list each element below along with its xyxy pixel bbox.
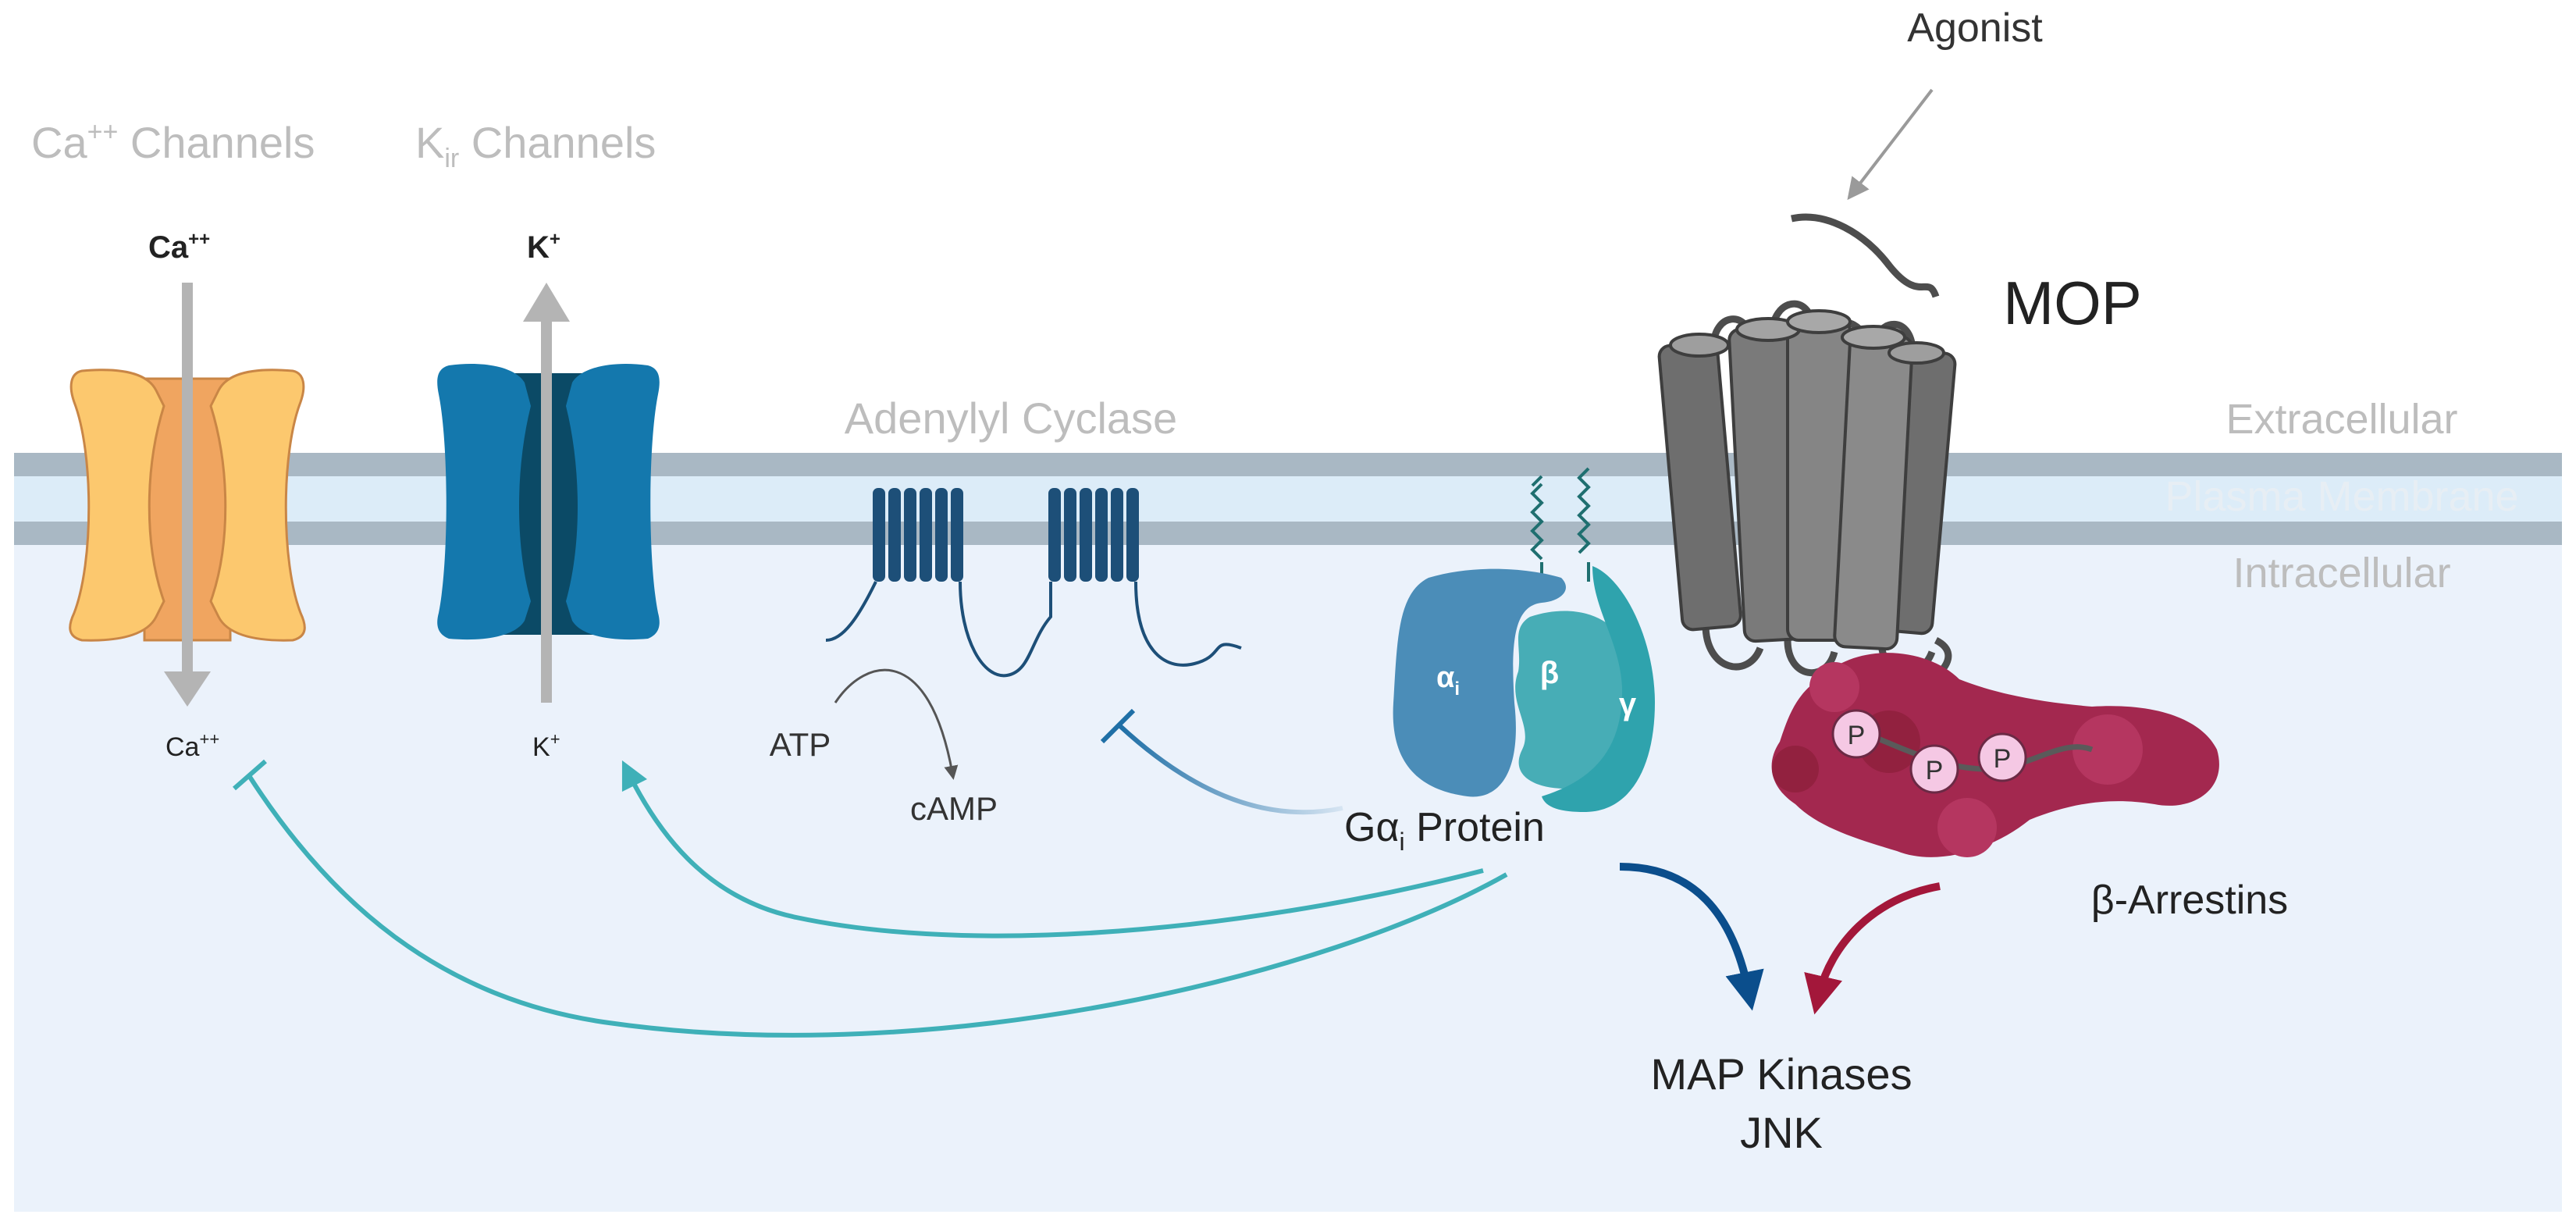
adenylyl-cyclase: [825, 488, 1242, 678]
beta-arrestin: [1771, 653, 2219, 857]
atp-to-camp-arrow: [834, 668, 959, 780]
intracellular-label: Intracellular: [2233, 550, 2450, 597]
jnk-label: JNK: [1740, 1108, 1823, 1157]
potassium-ion-bottom: K+: [532, 729, 560, 762]
beta-arrestins-label: β-Arrestins: [2091, 878, 2288, 923]
cyclase-inhibition-line: [1118, 724, 1343, 815]
map-kinases-label: MAP Kinases: [1650, 1049, 1912, 1099]
alpha-i-label: αi: [1436, 661, 1460, 700]
gamma-subunit-label: γ: [1619, 687, 1637, 721]
ca-channels-title: Ca++ Channels: [31, 117, 315, 167]
adenylyl-cyclase-label: Adenylyl Cyclase: [845, 394, 1177, 443]
phospho-label-1: P: [1848, 721, 1866, 750]
mop-receptor: [1657, 213, 1957, 707]
g-protein-label: Gαi Protein: [1344, 805, 1545, 856]
camp-label: cAMP: [910, 790, 998, 827]
calcium-ion-top: Ca++: [148, 229, 210, 265]
potassium-channel: [437, 283, 660, 703]
gprotein-to-k-arrow: [621, 760, 1484, 938]
cytoplasm: [14, 539, 2562, 1212]
beta-subunit-label: β: [1540, 656, 1559, 690]
plasma-membrane: [14, 453, 2562, 545]
beta-subunit: [1515, 611, 1632, 789]
kir-channels-title: Kir Channels: [415, 118, 656, 173]
agonist-arrow: [1847, 88, 1934, 201]
gprotein-inhibits-ca-line: [247, 775, 1508, 1038]
mop-label: MOP: [2003, 269, 2142, 337]
gprotein-inhibits-ca-bar: [233, 759, 267, 791]
arrestin-to-mapk-arrow: [1804, 882, 1941, 1015]
plasma-membrane-label: Plasma Membrane: [2165, 473, 2518, 520]
potassium-ion-top: K+: [527, 229, 560, 265]
calcium-channel: [69, 283, 306, 707]
alpha-subunit: [1393, 568, 1566, 797]
cyclase-inhibition-bar: [1100, 708, 1136, 744]
agonist-label: Agonist: [1907, 5, 2043, 51]
phospho-label-2: P: [1926, 756, 1944, 785]
g-alpha-i-protein: [1393, 467, 1655, 812]
phospho-label-3: P: [1994, 744, 2012, 774]
gprotein-to-mapk-arrow: [1619, 863, 1764, 1011]
calcium-ion-bottom: Ca++: [165, 729, 219, 762]
extracellular-label: Extracellular: [2226, 396, 2457, 443]
atp-label: ATP: [770, 726, 831, 763]
gamma-subunit: [1542, 566, 1655, 812]
